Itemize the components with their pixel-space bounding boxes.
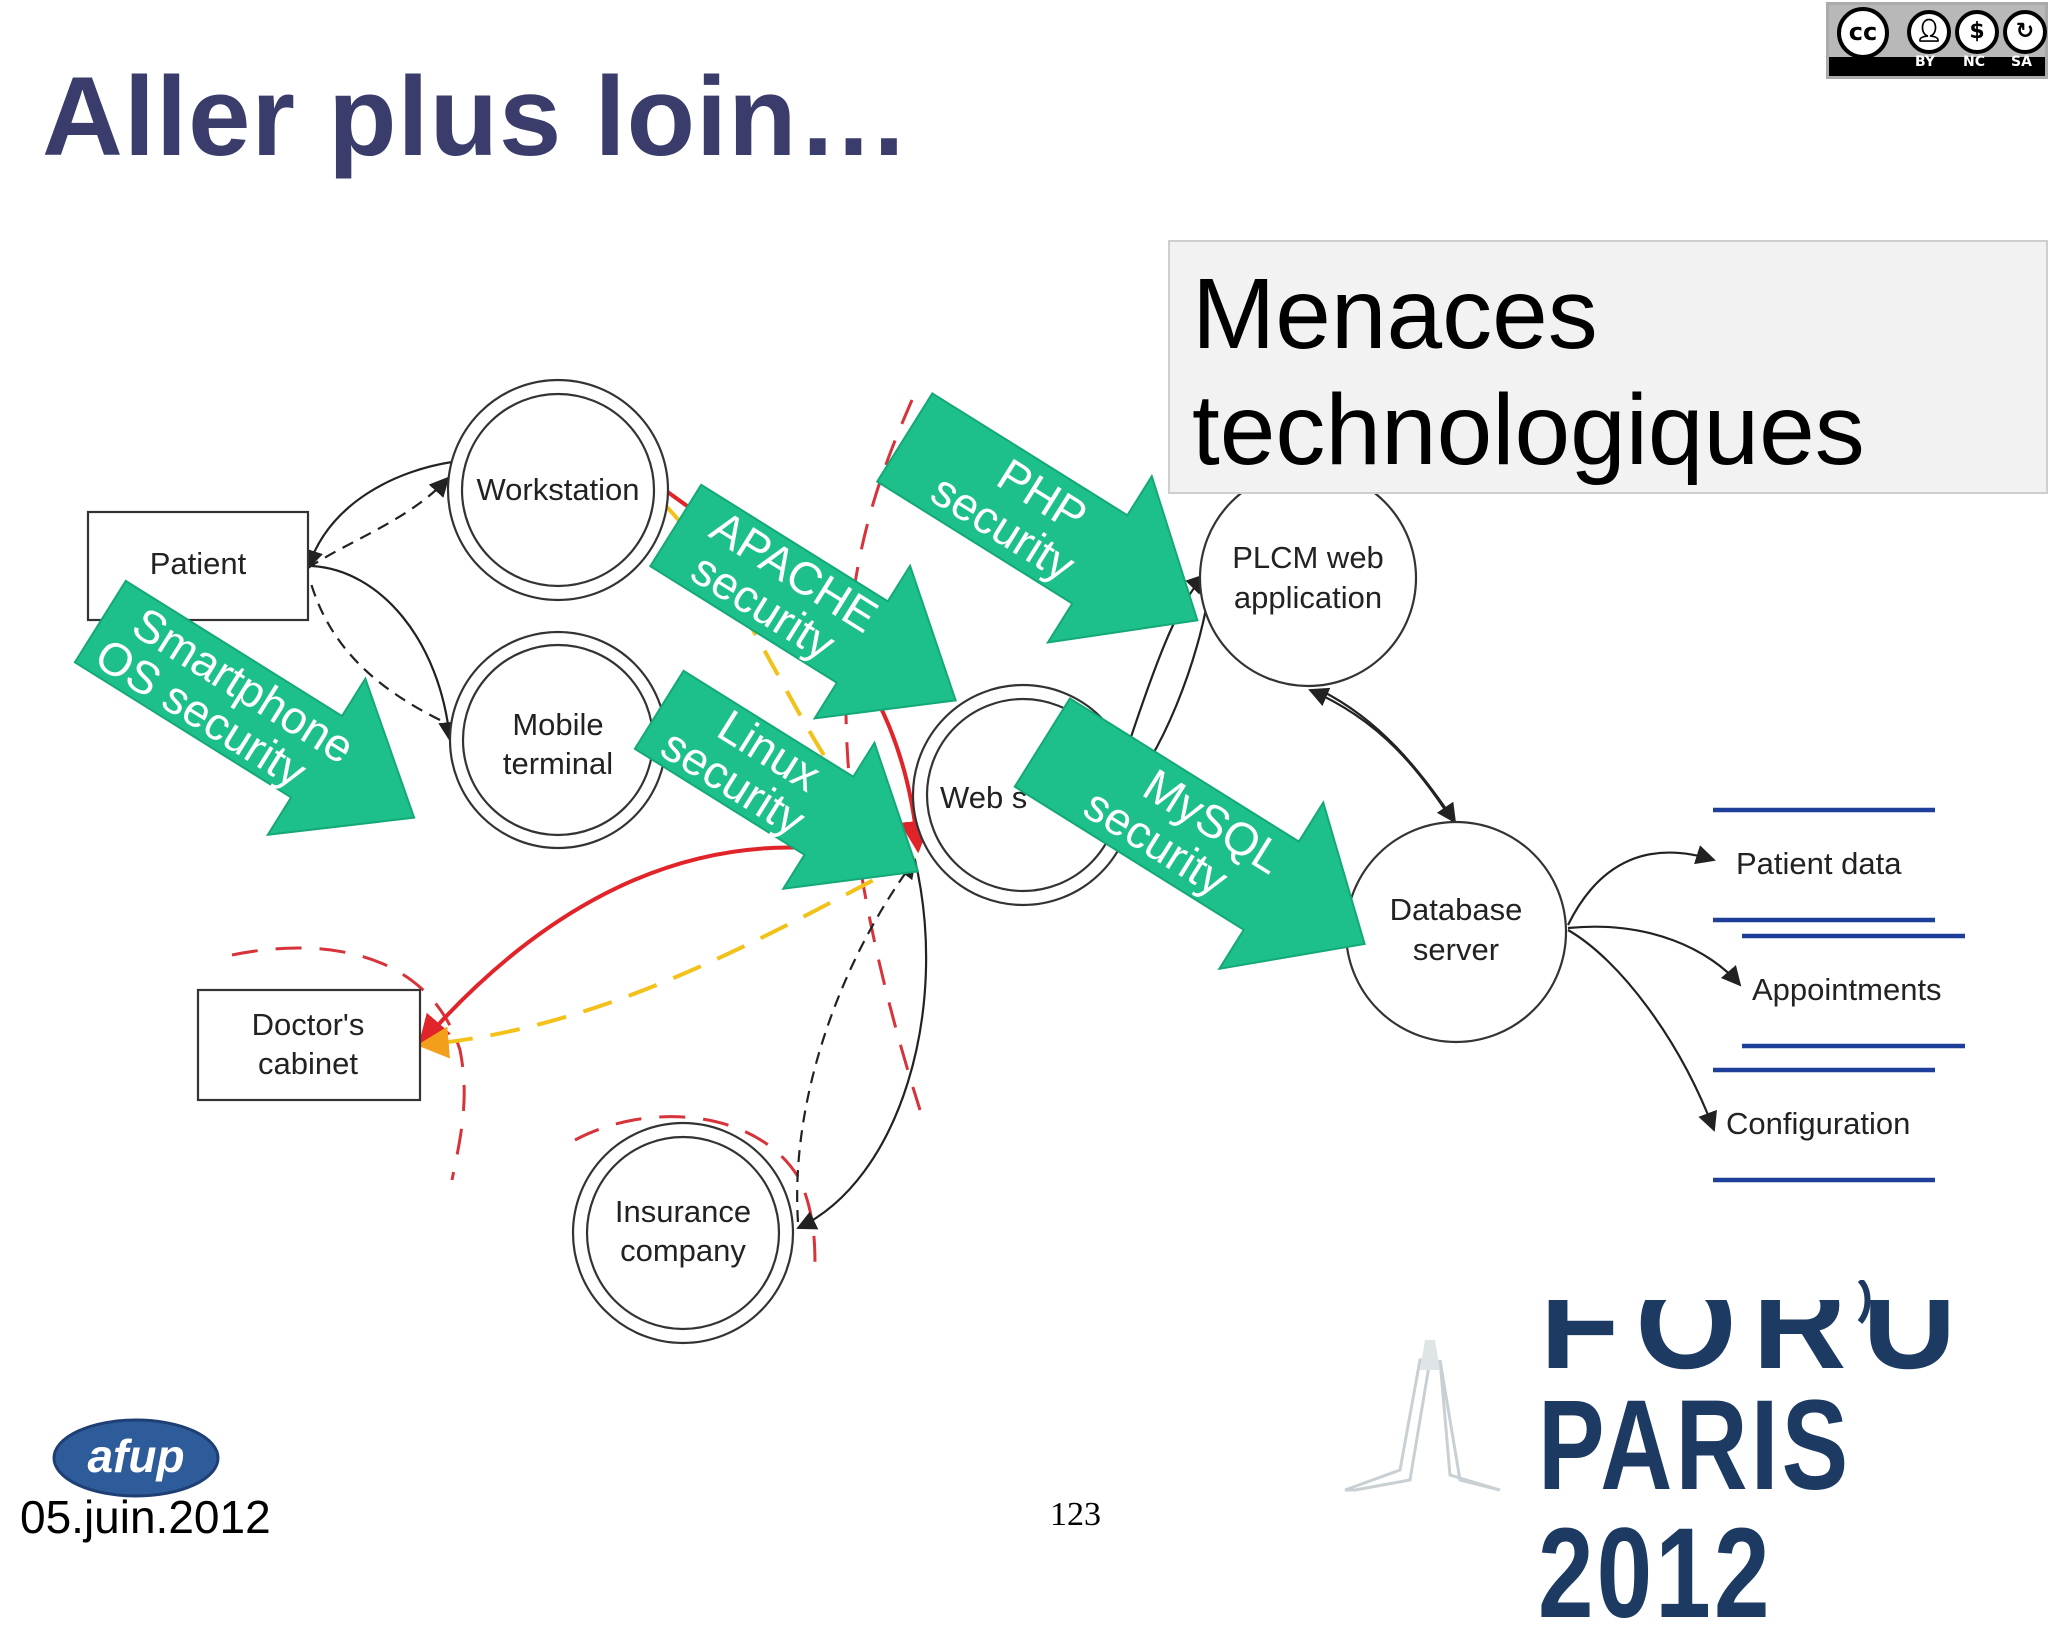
svg-text:Workstation: Workstation: [476, 472, 639, 507]
cc-label-by: BY: [1915, 54, 1936, 70]
svg-text:terminal: terminal: [503, 746, 613, 781]
doctors-cabinet-node: Doctor's cabinet: [196, 988, 422, 1102]
attribution-icon: 👤︎: [1907, 10, 1951, 54]
slide-title: Aller plus loin…: [42, 54, 911, 179]
creative-commons-badge: cc 👤︎ $ ↻ BY NC SA: [1826, 2, 2048, 79]
threat-box-line2: technologiques: [1192, 374, 1865, 486]
svg-text:server: server: [1413, 932, 1499, 967]
svg-text:Doctor's: Doctor's: [252, 1007, 365, 1042]
database-server-node: Database server: [1344, 820, 1568, 1044]
threat-category-box: Menaces technologiques: [1168, 240, 2048, 494]
svg-text:PLCM web: PLCM web: [1232, 540, 1384, 575]
threat-diagram: Patient Workstation Mobile terminal Doct…: [73, 378, 1965, 1345]
data-stores: [1713, 807, 1965, 1183]
svg-text:Patient: Patient: [150, 546, 247, 581]
svg-text:Mobile: Mobile: [512, 707, 603, 742]
svg-text:application: application: [1234, 580, 1382, 615]
forum-php-tower-graphic: [1344, 1280, 1871, 1492]
configuration-store: Configuration: [1726, 1106, 1910, 1141]
cc-icon: cc: [1837, 7, 1889, 59]
cc-label-nc: NC: [1963, 54, 1985, 70]
afup-logo-text: afup: [87, 1430, 184, 1482]
mobile-terminal-node: Mobile terminal: [448, 630, 668, 850]
cc-label-sa: SA: [2011, 54, 2032, 70]
paris-2012-text: PARIS 2012: [1538, 1374, 1852, 1645]
insurance-company-node: Insurance company: [571, 1121, 795, 1345]
svg-text:Web s: Web s: [940, 780, 1027, 815]
svg-text:Insurance: Insurance: [615, 1194, 751, 1229]
afup-logo: afup: [52, 1418, 220, 1498]
svg-text:company: company: [620, 1233, 746, 1268]
appointments-store: Appointments: [1752, 972, 1942, 1007]
svg-text:cabinet: cabinet: [258, 1046, 358, 1081]
workstation-node: Workstation: [446, 378, 670, 602]
threat-box-line1: Menaces: [1192, 258, 1598, 370]
page-number: 123: [1050, 1496, 1101, 1533]
forum-php-text: FORUM PHP: [1540, 1300, 1980, 1384]
svg-text:Database: Database: [1390, 892, 1523, 927]
php-security-arrow: PHP security: [875, 392, 1199, 644]
sharealike-icon: ↻: [2003, 10, 2047, 54]
noncommercial-icon: $: [1955, 10, 1999, 54]
slide-date: 05.juin.2012: [20, 1491, 271, 1543]
patient-data-store: Patient data: [1736, 846, 1902, 881]
plcm-web-application-node: PLCM web application: [1198, 468, 1418, 688]
